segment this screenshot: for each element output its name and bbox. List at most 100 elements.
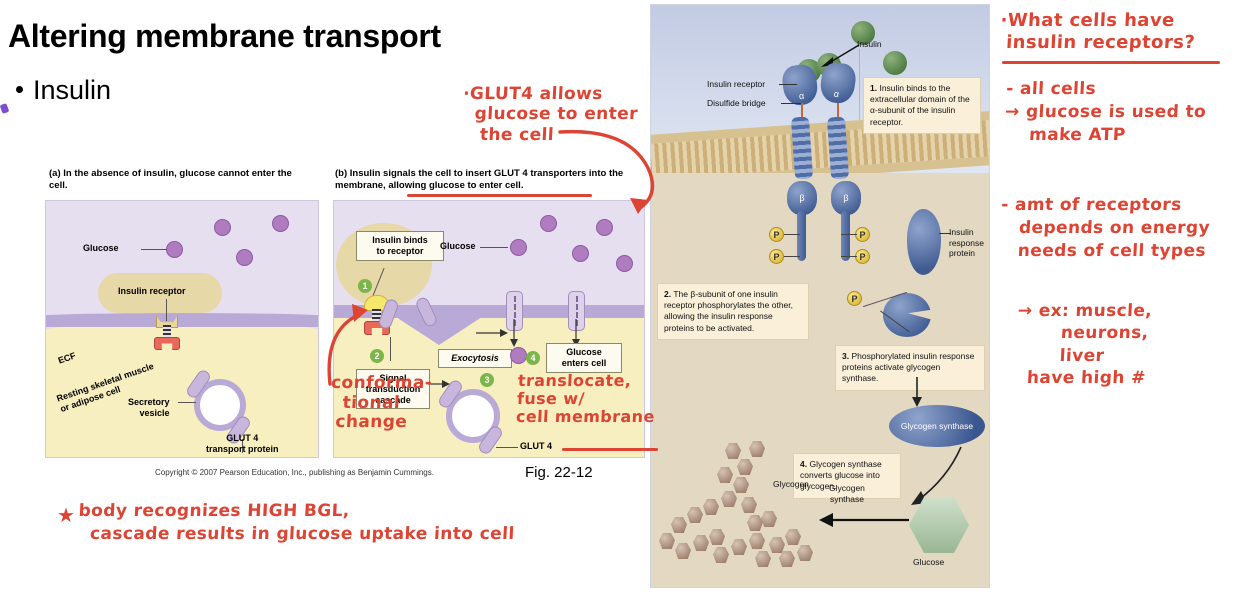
glycogen-unit [749,441,765,457]
disulfide-bridge-bond [801,103,803,123]
annotation-translocate-note: translocate, fuse w/ cell membrane [515,371,656,426]
glycogen-unit [671,517,687,533]
annotation-right-answer-2: - amt of receptors depends on energy nee… [998,195,1211,261]
step-2-badge: 2 [370,349,384,363]
leader-line [141,249,167,250]
label-glycogen: Glycogen [773,479,809,489]
leader-line [242,439,243,453]
leader-line [779,84,797,85]
page-title: Altering membrane transport [8,18,441,54]
receptor-beta-subunit-left: β [787,181,817,215]
annotation-conformational-note: conforma- tional change [328,373,433,433]
label-insulin-receptor-a: Insulin receptor [118,286,186,296]
glycogen-unit [687,507,703,523]
glucose-molecule [510,239,527,256]
step-3-note: 3. Phosphorylated insulin response prote… [835,345,985,391]
glycogen-unit [693,535,709,551]
glycogen-unit [749,533,765,549]
cascade-to-vesicle-arrow [428,380,450,388]
glycogen-unit [659,533,675,549]
glycogen-unit [703,499,719,515]
annotation-right-answer-1: - all cells → glucose is used to make AT… [1003,79,1207,145]
alpha-symbol: α [798,90,805,102]
leader-line [939,233,951,234]
receptor-halo-a [98,273,222,313]
step-3-callout-exocytosis: Exocytosis [438,349,512,368]
leader-line [390,337,391,361]
glucose-entry-arrows [476,319,580,347]
p-symbol: P [773,251,780,262]
glycogen-unit [779,551,795,567]
glycogen-unit [733,477,749,493]
panel-a-label: (a) [49,168,61,179]
panel-b-label: (b) [335,168,348,179]
stray-ink-mark [0,103,10,114]
label-glucose-a: Glucose [83,243,119,253]
annotation-glut4-arrow-icon [558,129,655,214]
glycogen-unit [761,511,777,527]
panel-b-caption-text: Insulin signals the cell to insert GLUT … [335,168,624,192]
bullet-insulin: Insulin [16,75,111,106]
plasma-membrane-a [46,313,318,327]
step-2-number: 2. [664,289,672,299]
label-disulfide-bridge: Disulfide bridge [707,98,766,108]
phosphate-group: P [855,227,870,242]
figure-insulin-signaling: Insulin α α Insulin receptor Disulfide b… [650,4,990,588]
glucose-molecule [596,219,613,236]
alpha-symbol: α [833,88,840,100]
annotation-glut4-underline [562,448,658,451]
annotation-right-question: ·What cells have insulin receptors? [998,10,1196,53]
label-glucose-right: Glucose [913,557,945,567]
p-symbol: P [773,229,780,240]
glycogen-unit [731,539,747,555]
bullet-dot-icon [16,86,23,93]
glucose-molecule [540,215,557,232]
step-1-number: 1. [870,83,878,93]
panel-a-diagram: Glucose Insulin receptor ECF Resting ske… [45,200,319,458]
step-1-callout: Insulin binds to receptor [356,231,444,261]
step-4-note: 4. Glycogen synthase converts glucose in… [793,453,901,499]
label-glucose-b: Glucose [440,241,476,251]
glucose-molecule [572,245,589,262]
panel-b-diagram: Insulin binds to receptor 1 2 Signal tra… [333,200,645,458]
receptor-beta-tail-right [841,211,850,261]
leader-line [496,447,518,448]
step-1-badge: 1 [358,279,372,293]
panel-a-caption: (a) In the absence of insulin, glucose c… [49,168,299,192]
receptor-alpha-subunit-right: α [818,60,858,106]
label-glycogen-synthase: Glycogen synthase [900,421,974,431]
step-1-note: 1. Insulin binds to the extracellular do… [863,77,981,134]
glycogen-unit [755,551,771,567]
p-symbol: P [859,229,866,240]
glycogen-unit [717,467,733,483]
leader-line [841,234,857,235]
leader-line [784,256,800,257]
annotation-star-icon: ★ [57,505,75,527]
annotation-conformational-arrow-icon [327,304,368,386]
disulfide-bridge-bond [837,103,839,123]
leader-line [166,299,167,321]
phosphate-group: P [769,227,784,242]
glucose-molecule [616,255,633,272]
step-4-callout: Glucose enters cell [546,343,622,373]
insulin-molecule [883,51,907,75]
step-3-badge: 3 [480,373,494,387]
step-3-text: Phosphorylated insulin response proteins… [842,351,975,384]
annotation-right-answer-3: → ex: muscle, neurons, liver have high # [1013,301,1153,389]
step-1-text: Insulin binds to the extracellular domai… [870,83,970,127]
receptor-beta-subunit-right: β [831,181,861,215]
glycogen-unit [785,529,801,545]
label-glut4-a: GLUT 4 transport protein [206,433,279,454]
leader-line [178,402,196,403]
label-glycogen-synthase-arrow: Glycogen synthase [829,483,865,504]
annotation-caption-underline [407,194,592,197]
annotation-bottom-note: body recognizes HIGH BGL, cascade result… [76,501,516,544]
panel-b-caption: (b) Insulin signals the cell to insert G… [335,168,635,192]
receptor-transmembrane-a [163,325,171,339]
leader-line [781,103,801,104]
phosphate-group: P [855,249,870,264]
step-4-text: Glycogen synthase converts glucose into … [800,459,882,492]
insulin-molecule [851,21,875,45]
glycogen-unit [709,529,725,545]
